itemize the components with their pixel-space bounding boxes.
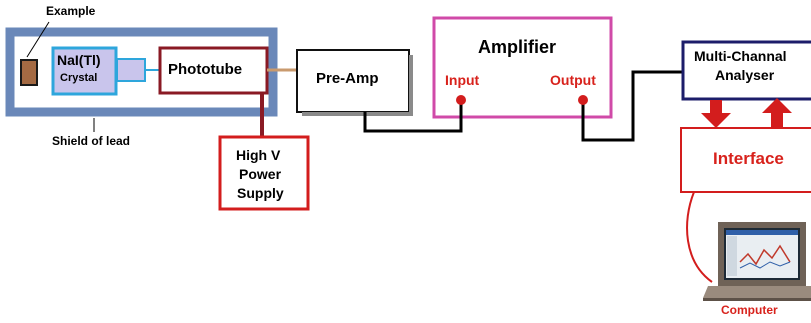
arrow-down-icon (701, 100, 731, 128)
hv-supply-label-line1: High V (236, 147, 281, 163)
output-label: Output (550, 72, 596, 88)
interface-label: Interface (713, 149, 784, 168)
input-label: Input (445, 72, 480, 88)
sample-block (20, 59, 38, 86)
computer-label: Computer (721, 303, 778, 317)
nai-crystal-label-line1: NaI(Tl) (57, 52, 101, 68)
shield-label: Shield of lead (52, 134, 131, 148)
preamp-shadow-bottom (302, 112, 413, 116)
nai-crystal-label-line2: Crystal (60, 72, 98, 84)
computer-cable (686, 191, 713, 283)
preamp-box (296, 49, 410, 113)
output-mca-cable (581, 70, 683, 142)
phototube-label: Phototube (168, 61, 243, 78)
mca-label-line1: Multi-Channal (694, 48, 787, 64)
input-connector-dot (456, 95, 466, 105)
mca-box (681, 40, 811, 101)
amplifier-label: Amplifier (478, 37, 557, 57)
example-label: Example (46, 4, 96, 18)
hv-supply-box (218, 135, 310, 211)
preamp-label: Pre-Amp (316, 70, 379, 87)
light-guide (116, 58, 146, 82)
arrow-up-icon (762, 98, 792, 128)
hv-supply-label-line3: Supply (237, 185, 284, 201)
output-connector-dot (578, 95, 588, 105)
example-pointer-line (26, 21, 50, 58)
preamp-shadow-right (409, 55, 413, 115)
hv-supply-label-line2: Power (239, 166, 282, 182)
computer-laptop-icon (703, 222, 811, 301)
preamp-input-cable (363, 100, 463, 133)
interface-box (680, 127, 811, 193)
mca-label-line2: Analyser (715, 67, 775, 83)
phototube-box (158, 46, 269, 95)
